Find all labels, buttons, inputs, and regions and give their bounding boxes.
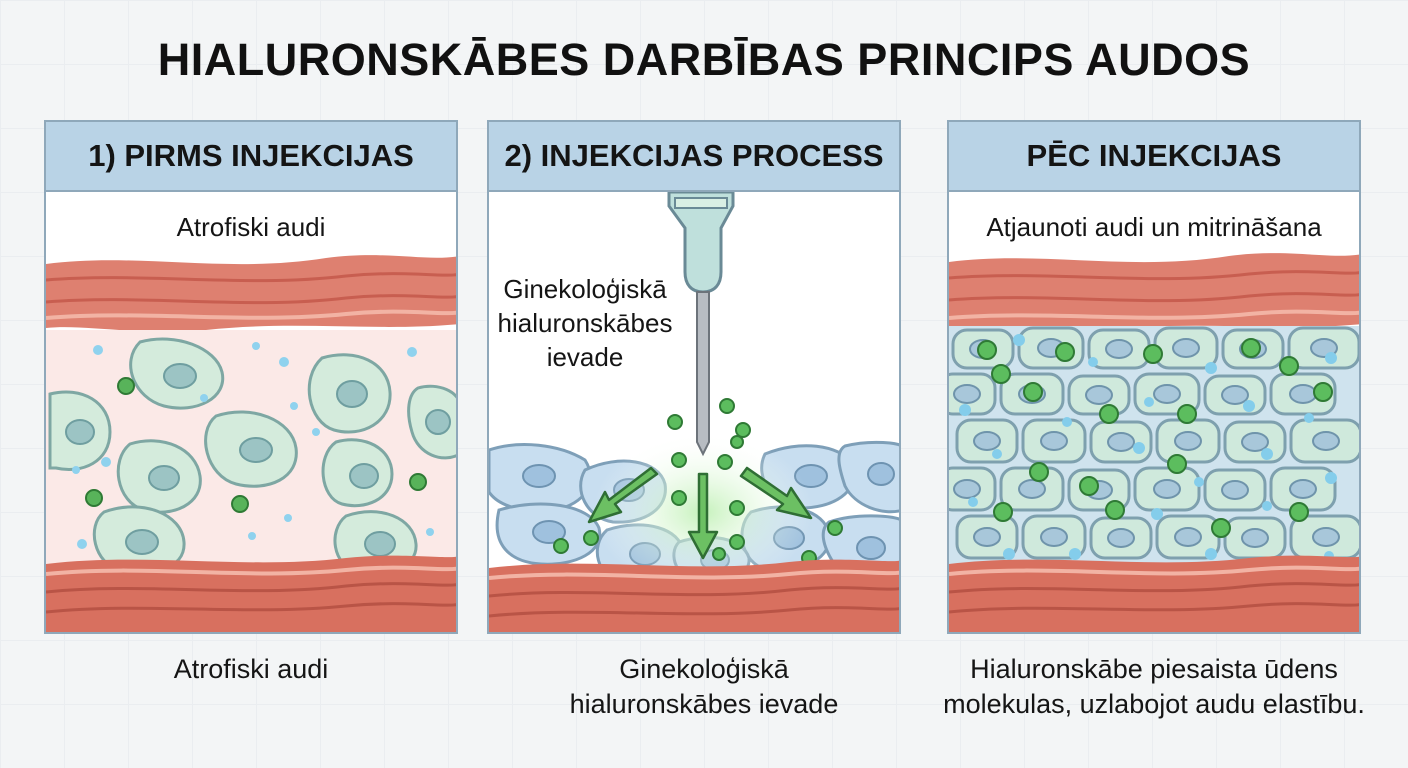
injection-label-line-1: Ginekoloģiskā [503,274,667,304]
caption-after-line-2: molekulas, uzlabojot audu elastību. [943,689,1365,719]
caption-injection: Ginekoloģiskā hialuronskābes ievade [474,652,934,722]
caption-before: Atrofiski audi [21,652,481,687]
panel-after-injection: PĒC INJEKCIJAS Atjaunoti audi un mitrinā… [947,120,1361,634]
restored-tissue-illustration [949,192,1359,632]
injection-illustration [489,192,899,632]
caption-after-line-1: Hialuronskābe piesaista ūdens [970,654,1338,684]
caption-injection-line-1: Ginekoloģiskā [619,654,789,684]
panel-subtitle-before: Atrofiski audi [176,212,326,242]
panel-injection-process: 2) INJEKCIJAS PROCESS Ginekoloģiskā hial… [487,120,901,634]
panel-header-injection: 2) INJEKCIJAS PROCESS [489,122,899,192]
panel-header-before: 1) PIRMS INJEKCIJAS [46,122,456,192]
caption-injection-line-2: hialuronskābes ievade [569,689,839,719]
caption-after: Hialuronskābe piesaista ūdens molekulas,… [924,652,1384,722]
panel-before-injection: 1) PIRMS INJEKCIJAS Atrofiski audi [44,120,458,634]
panel-header-after: PĒC INJEKCIJAS [949,122,1359,192]
panel-subtitle-after: Atjaunoti audi un mitrināšana [986,212,1322,242]
caption-before-line-1: Atrofiski audi [173,654,329,684]
injection-label-line-2: hialuronskābes [497,308,673,338]
injection-label-line-3: ievade [546,342,624,372]
page-title: HIALURONSKĀBES DARBĪBAS PRINCIPS AUDOS [157,34,1251,85]
injection-label: Ginekoloģiskā hialuronskābes ievade [495,272,675,374]
atrophic-tissue-illustration [46,192,456,632]
